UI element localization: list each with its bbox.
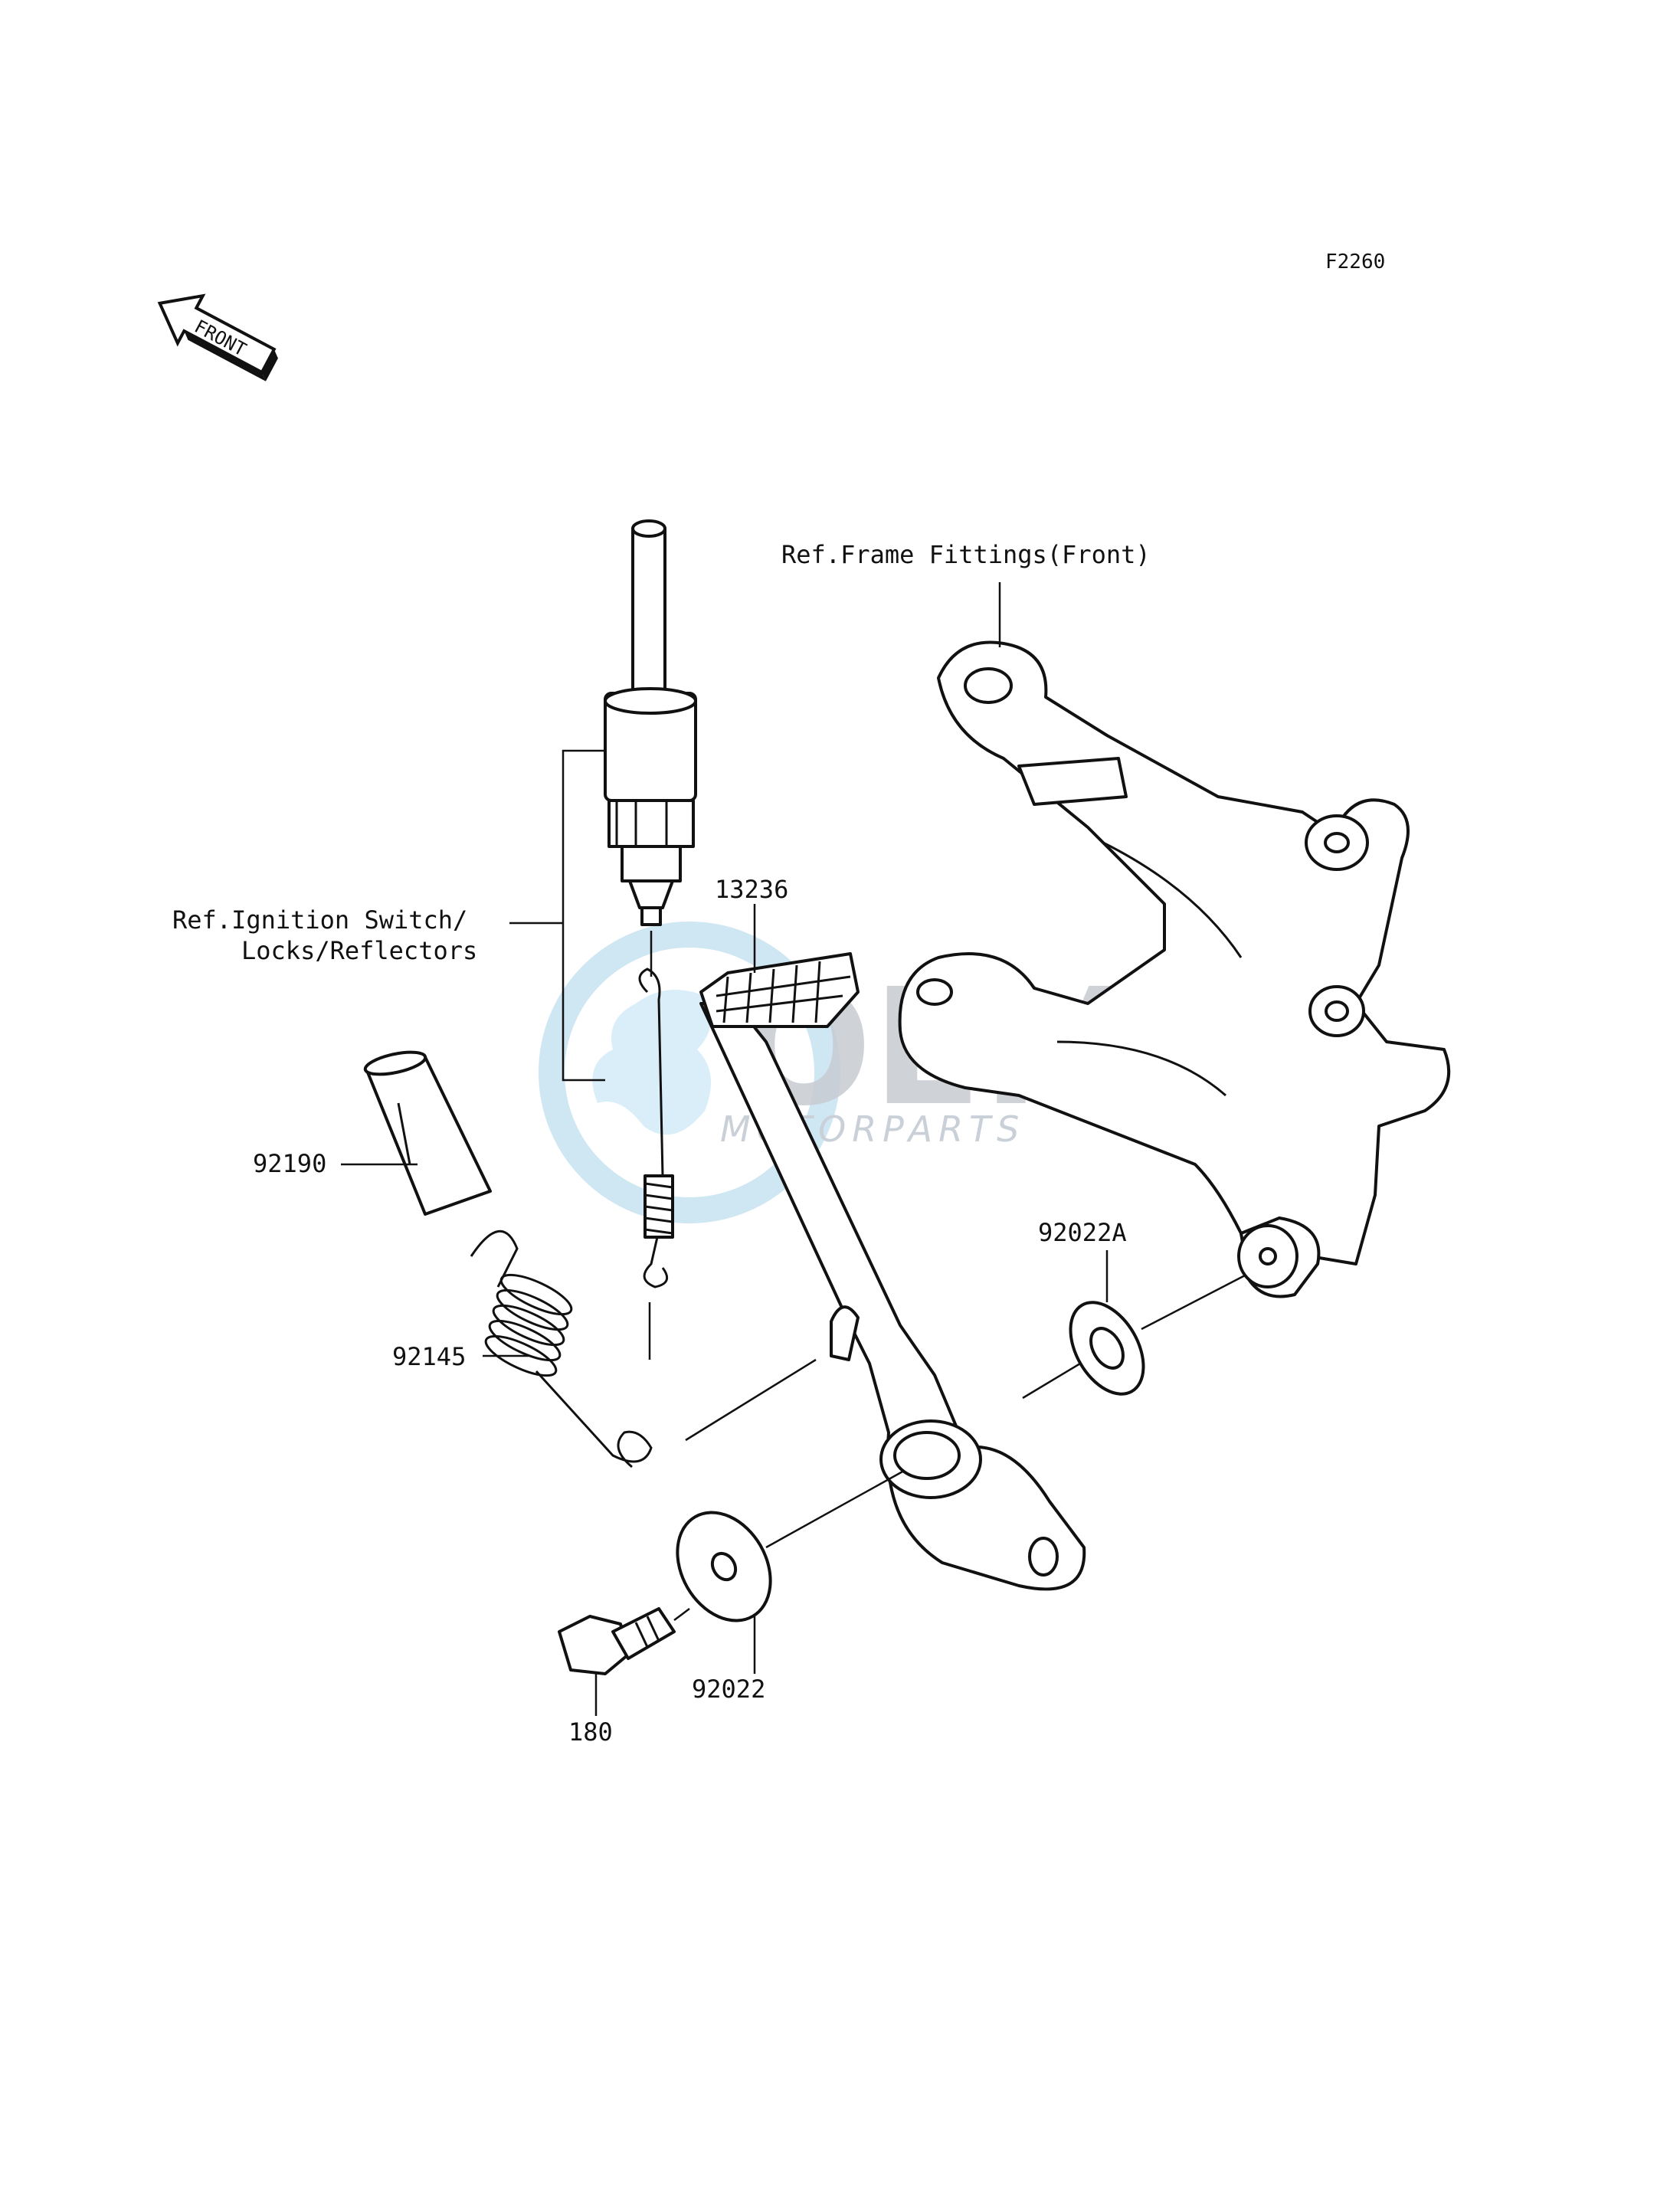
figure-code: F2260 [1325, 250, 1385, 273]
part-label-92190: 92190 [253, 1149, 326, 1178]
washer-a-link-2 [1141, 1274, 1246, 1331]
spring-pedal-leader [685, 1358, 817, 1442]
ref-ignition-line1: Ref.Ignition Switch/ [172, 905, 467, 935]
watermark-continents [592, 990, 711, 1135]
watermark-globe-icon [539, 922, 840, 1223]
part-label-92022A: 92022A [1038, 1218, 1127, 1247]
part-label-180: 180 [568, 1717, 613, 1747]
washer-link [765, 1469, 905, 1549]
switch-spring [638, 931, 674, 1360]
part-label-92022: 92022 [692, 1675, 765, 1704]
frame-fitting [898, 640, 1451, 1298]
ignition-ref-bracket [562, 749, 605, 1082]
bolt-180 [558, 1607, 676, 1675]
part-label-13236: 13236 [715, 875, 788, 904]
front-arrow-icon: FRONT [157, 293, 278, 381]
washer-a-link-1 [1022, 1362, 1081, 1400]
ref-ignition-line2: Locks/Reflectors [241, 936, 477, 965]
brake-pedal [699, 1002, 1086, 1591]
ref-frame-fittings: Ref.Frame Fittings(Front) [781, 540, 1151, 569]
pedal-pad-13236 [699, 952, 860, 1028]
part-label-92145: 92145 [392, 1342, 466, 1371]
sleeve-92190 [363, 1050, 492, 1216]
washer-92022 [676, 1511, 772, 1622]
return-spring-92145 [470, 1229, 653, 1468]
washer-92022A [1069, 1301, 1145, 1396]
bolt-link [673, 1608, 690, 1621]
ignition-switch [604, 519, 697, 926]
